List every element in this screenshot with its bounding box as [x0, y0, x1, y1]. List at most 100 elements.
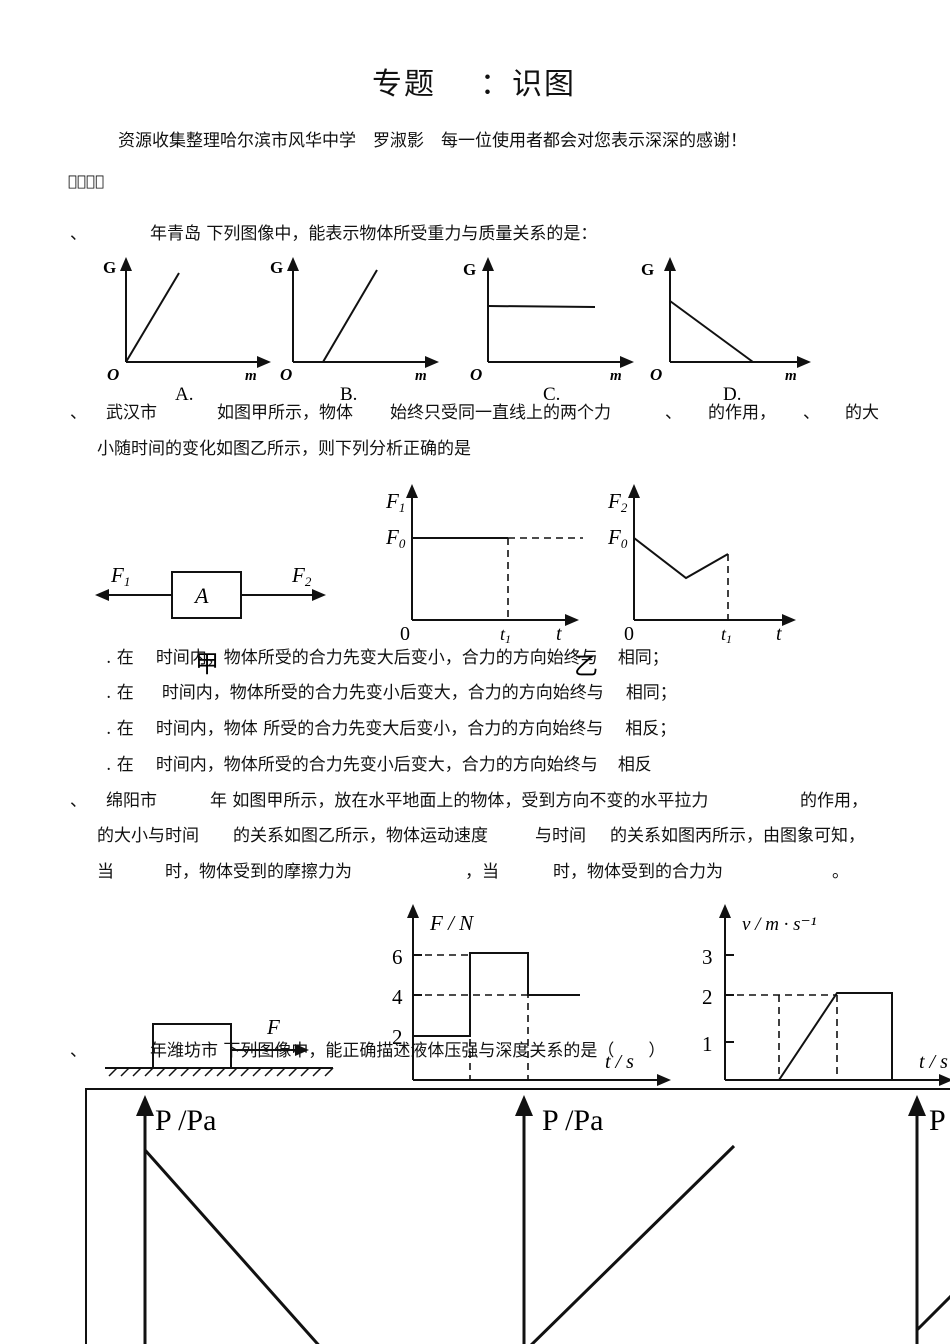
q4-c-ylabel: P [929, 1104, 946, 1137]
q2-option-b: . 在 时间内，物体所受的合力先变小后变大，合力的方向始终与 相同； [106, 685, 677, 702]
f2-label: F2 [291, 563, 312, 589]
q2-opt-d-body: 时间内，物体所受的合力先变小后变大，合力的方向始终与 [155, 755, 598, 775]
q2-opt-a-lead: . 在 [106, 648, 134, 668]
credit-line: 资源收集整理哈尔滨市风华中学 罗淑影 每一位使用者都会对您表示深深的感谢！ [118, 131, 747, 151]
f-tick-6: 6 [392, 945, 403, 969]
q2-fig-yi-f1: F1 F0 0 t1 t [385, 484, 583, 646]
q3-line1-b: 年 如图甲所示，放在水平地面上的物体，受到方向不变的水平拉力 [210, 791, 709, 811]
q3-line2-b: 的关系如图乙所示，物体运动速度 [233, 826, 488, 846]
q4-a-ylabel: P /Pa [155, 1104, 216, 1137]
f2-axis-label: F2 [607, 489, 628, 515]
q3-line1-a: 绵阳市 [106, 791, 157, 811]
f-tick-4: 4 [392, 985, 403, 1009]
ground-hatch [108, 1067, 334, 1077]
q2-opt-b-tail: 相同； [625, 683, 677, 703]
q2-line1-b: 如图甲所示，物体 [217, 403, 353, 423]
q2-opt-d-lead: . 在 [106, 755, 134, 775]
q1-d-ylabel: G [641, 260, 654, 279]
q1-b-option: B. [340, 384, 357, 405]
q1-graph-d: G O m D. [641, 257, 811, 405]
q3-graph-f: F / N 6 4 2 t / s [392, 904, 671, 1086]
block-a [171, 571, 242, 619]
q1-c-xlabel: m [610, 368, 622, 384]
q1-b-xlabel: m [415, 368, 427, 384]
q2-fig-yi-f2: F2 F0 0 t1 t 乙 [574, 484, 796, 680]
v-tick-2: 2 [702, 985, 713, 1009]
v-graph-ylabel: v / m · s⁻¹ [742, 914, 817, 935]
title-right: ：识图 [480, 67, 576, 102]
q4-graphs: P /Pa P /Pa P [136, 1095, 950, 1344]
f-tick-2: 2 [392, 1025, 403, 1049]
q2-line1-g: 的大 [845, 403, 879, 423]
q2-opt-c-tail: 相反； [625, 719, 677, 739]
q1-a-xlabel: m [245, 368, 257, 384]
f-graph-ylabel: F / N [429, 911, 474, 935]
title-left: 专题 [372, 67, 436, 102]
q1-d-xlabel: m [785, 368, 797, 384]
q1-graph-c: G O m C. [463, 257, 634, 405]
q2-opt-c-body: 时间内，物体 所受的合力先变大后变小，合力的方向始终与 [155, 719, 604, 739]
q4-text: 年潍坊市 下列图像中，能正确描述液体压强与深度关系的是（ ） [150, 1041, 666, 1061]
q2-opt-b-lead: . 在 [106, 683, 134, 703]
q3-line3-b: 时，物体受到的摩擦力为 [165, 862, 352, 882]
origin-0-2: 0 [624, 623, 634, 645]
q1-d-origin: O [650, 365, 662, 384]
q2-opt-a-tail: 相同； [617, 648, 669, 668]
q2-opt-a-body: 时间内，物体所受的合力先变大后变小，合力的方向始终与 [155, 648, 598, 668]
q1-text: 年青岛 下列图像中，能表示物体所受重力与质量关系的是： [150, 224, 598, 244]
q3-line3-c: ，当 [465, 862, 499, 882]
t-axis-label: t [556, 623, 562, 645]
section-mark: 􀀀􀀀􀀀􀀀 [68, 172, 105, 190]
q2-option-c: . 在 时间内，物体 所受的合力先变大后变小，合力的方向始终与 相反； [106, 721, 676, 738]
q1-graph-a: G O m A. [103, 257, 271, 405]
page-title: 专题 ：识图 [372, 70, 576, 100]
f0-label-2: F0 [607, 525, 628, 551]
q3-line3-e: 。 [832, 862, 849, 882]
q2-line1-c: 始终只受同一直线上的两个力 [390, 403, 611, 423]
q4-b-ylabel: P /Pa [542, 1104, 603, 1137]
q1-number: 、 [70, 224, 87, 244]
q1-graph-b: G O m B. [270, 257, 439, 405]
f-graph-xlabel: t / s [605, 1051, 634, 1073]
q2-line1-f: 、 [803, 403, 820, 423]
q3-fig-block: F [105, 1015, 334, 1077]
q3-graph-v: v / m · s⁻¹ 3 2 1 t / s [702, 904, 950, 1086]
q1-a-origin: O [107, 365, 119, 384]
q2-line1-a: 武汉市 [106, 403, 157, 423]
q4-figure-frame: P /Pa P /Pa P [85, 1088, 950, 1344]
q2-option-a: . 在 时间内，物体所受的合力先变大后变小，合力的方向始终与相同； [106, 650, 669, 667]
q1-b-ylabel: G [270, 258, 283, 277]
q1-b-origin: O [280, 365, 292, 384]
q1-graphs: G O m A. G O m B. G O m C. G O m D. [103, 257, 811, 405]
t1-label-2: t1 [721, 624, 732, 646]
caption-jia: 甲 [195, 652, 219, 678]
v-tick-3: 3 [702, 945, 713, 969]
q2-opt-b-body: 时间内，物体所受的合力先变小后变大，合力的方向始终与 [161, 683, 604, 703]
q2-line2: 小随时间的变化如图乙所示，则下列分析正确的是 [97, 439, 471, 459]
origin-0: 0 [400, 623, 410, 645]
block-a-label: A [193, 583, 209, 608]
q2-opt-c-lead: . 在 [106, 719, 134, 739]
t-axis-label-2: t [776, 623, 782, 645]
q1-c-origin: O [470, 365, 482, 384]
q3-line3-d: 时，物体受到的合力为 [553, 862, 723, 882]
q3-line1-c: 的作用， [800, 791, 868, 811]
v-graph-xlabel: t / s [919, 1051, 948, 1073]
caption-yi: 乙 [574, 654, 598, 680]
q2-option-d: . 在时间内，物体所受的合力先变小后变大，合力的方向始终与相反 [106, 757, 652, 774]
q3-force-label: F [266, 1015, 280, 1039]
q3-line2-a: 的大小与时间 [97, 826, 199, 846]
v-tick-1: 1 [702, 1032, 713, 1056]
q1-a-ylabel: G [103, 258, 116, 277]
f1-axis-label: F1 [385, 489, 405, 515]
f1-label: F1 [110, 563, 130, 589]
q2-line1-e: 的作用， [708, 403, 776, 423]
q1-a-option: A. [175, 384, 193, 405]
q3-line2-c: 与时间 [535, 826, 586, 846]
t1-label: t1 [500, 624, 511, 646]
q3-line2-d: 的关系如图丙所示，由图象可知， [610, 826, 865, 846]
q4-number: 、 [70, 1041, 87, 1061]
q3-number: 、 [70, 791, 87, 811]
q2-number: 、 [70, 403, 87, 423]
q2-line1-d: 、 [665, 403, 682, 423]
